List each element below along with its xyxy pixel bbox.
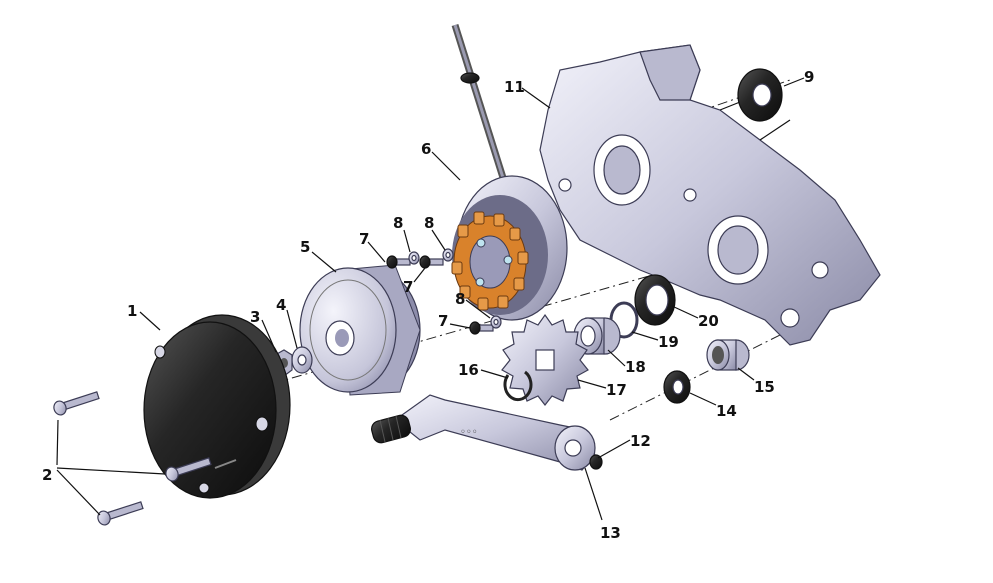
circlip-16 xyxy=(503,370,533,402)
label-5: 5 xyxy=(300,238,310,256)
needle-bearing-15 xyxy=(706,339,750,371)
label-20: 20 xyxy=(698,312,719,330)
seal-14 xyxy=(663,370,691,404)
label-3: 3 xyxy=(250,308,260,326)
spacer-18 xyxy=(573,317,621,355)
label-8-left: 8 xyxy=(393,214,403,232)
sprocket-17 xyxy=(501,313,589,406)
label-17: 17 xyxy=(606,381,627,399)
label-4: 4 xyxy=(276,296,286,314)
flywheel-5 xyxy=(299,264,421,396)
label-8-low: 8 xyxy=(455,290,465,308)
kick-lever: ◦◦◦ xyxy=(370,394,603,471)
label-7-mid: 7 xyxy=(403,278,413,296)
label-6: 6 xyxy=(421,140,431,158)
stator-cable xyxy=(451,23,514,202)
stator-6 xyxy=(451,175,568,321)
leader-lines xyxy=(56,77,805,521)
label-1: 1 xyxy=(127,302,137,320)
label-19: 19 xyxy=(658,333,679,351)
lever-logo-icon: ◦◦◦ xyxy=(460,427,478,438)
label-7-top: 7 xyxy=(359,230,369,248)
part-labels: 1 2 3 4 5 6 7 7 7 8 8 8 9 11 12 13 14 15… xyxy=(42,68,814,542)
oil-seal-9 xyxy=(737,68,783,122)
crankcase-half xyxy=(539,44,881,346)
label-7-low: 7 xyxy=(438,312,448,330)
bolts-7 xyxy=(386,255,494,335)
washer-4 xyxy=(291,346,313,374)
label-11: 11 xyxy=(504,78,525,96)
label-18: 18 xyxy=(625,358,646,376)
label-15: 15 xyxy=(754,378,775,396)
label-2: 2 xyxy=(42,466,52,484)
ignition-cover-1 xyxy=(143,314,291,499)
cover-bolts-2 xyxy=(53,391,212,526)
label-8-right: 8 xyxy=(424,214,434,232)
label-14: 14 xyxy=(716,402,737,420)
washers-8 xyxy=(408,248,502,329)
label-9: 9 xyxy=(804,68,814,86)
label-12: 12 xyxy=(630,432,651,450)
seal-20 xyxy=(634,274,676,326)
label-16: 16 xyxy=(458,361,479,379)
label-13: 13 xyxy=(600,524,621,542)
